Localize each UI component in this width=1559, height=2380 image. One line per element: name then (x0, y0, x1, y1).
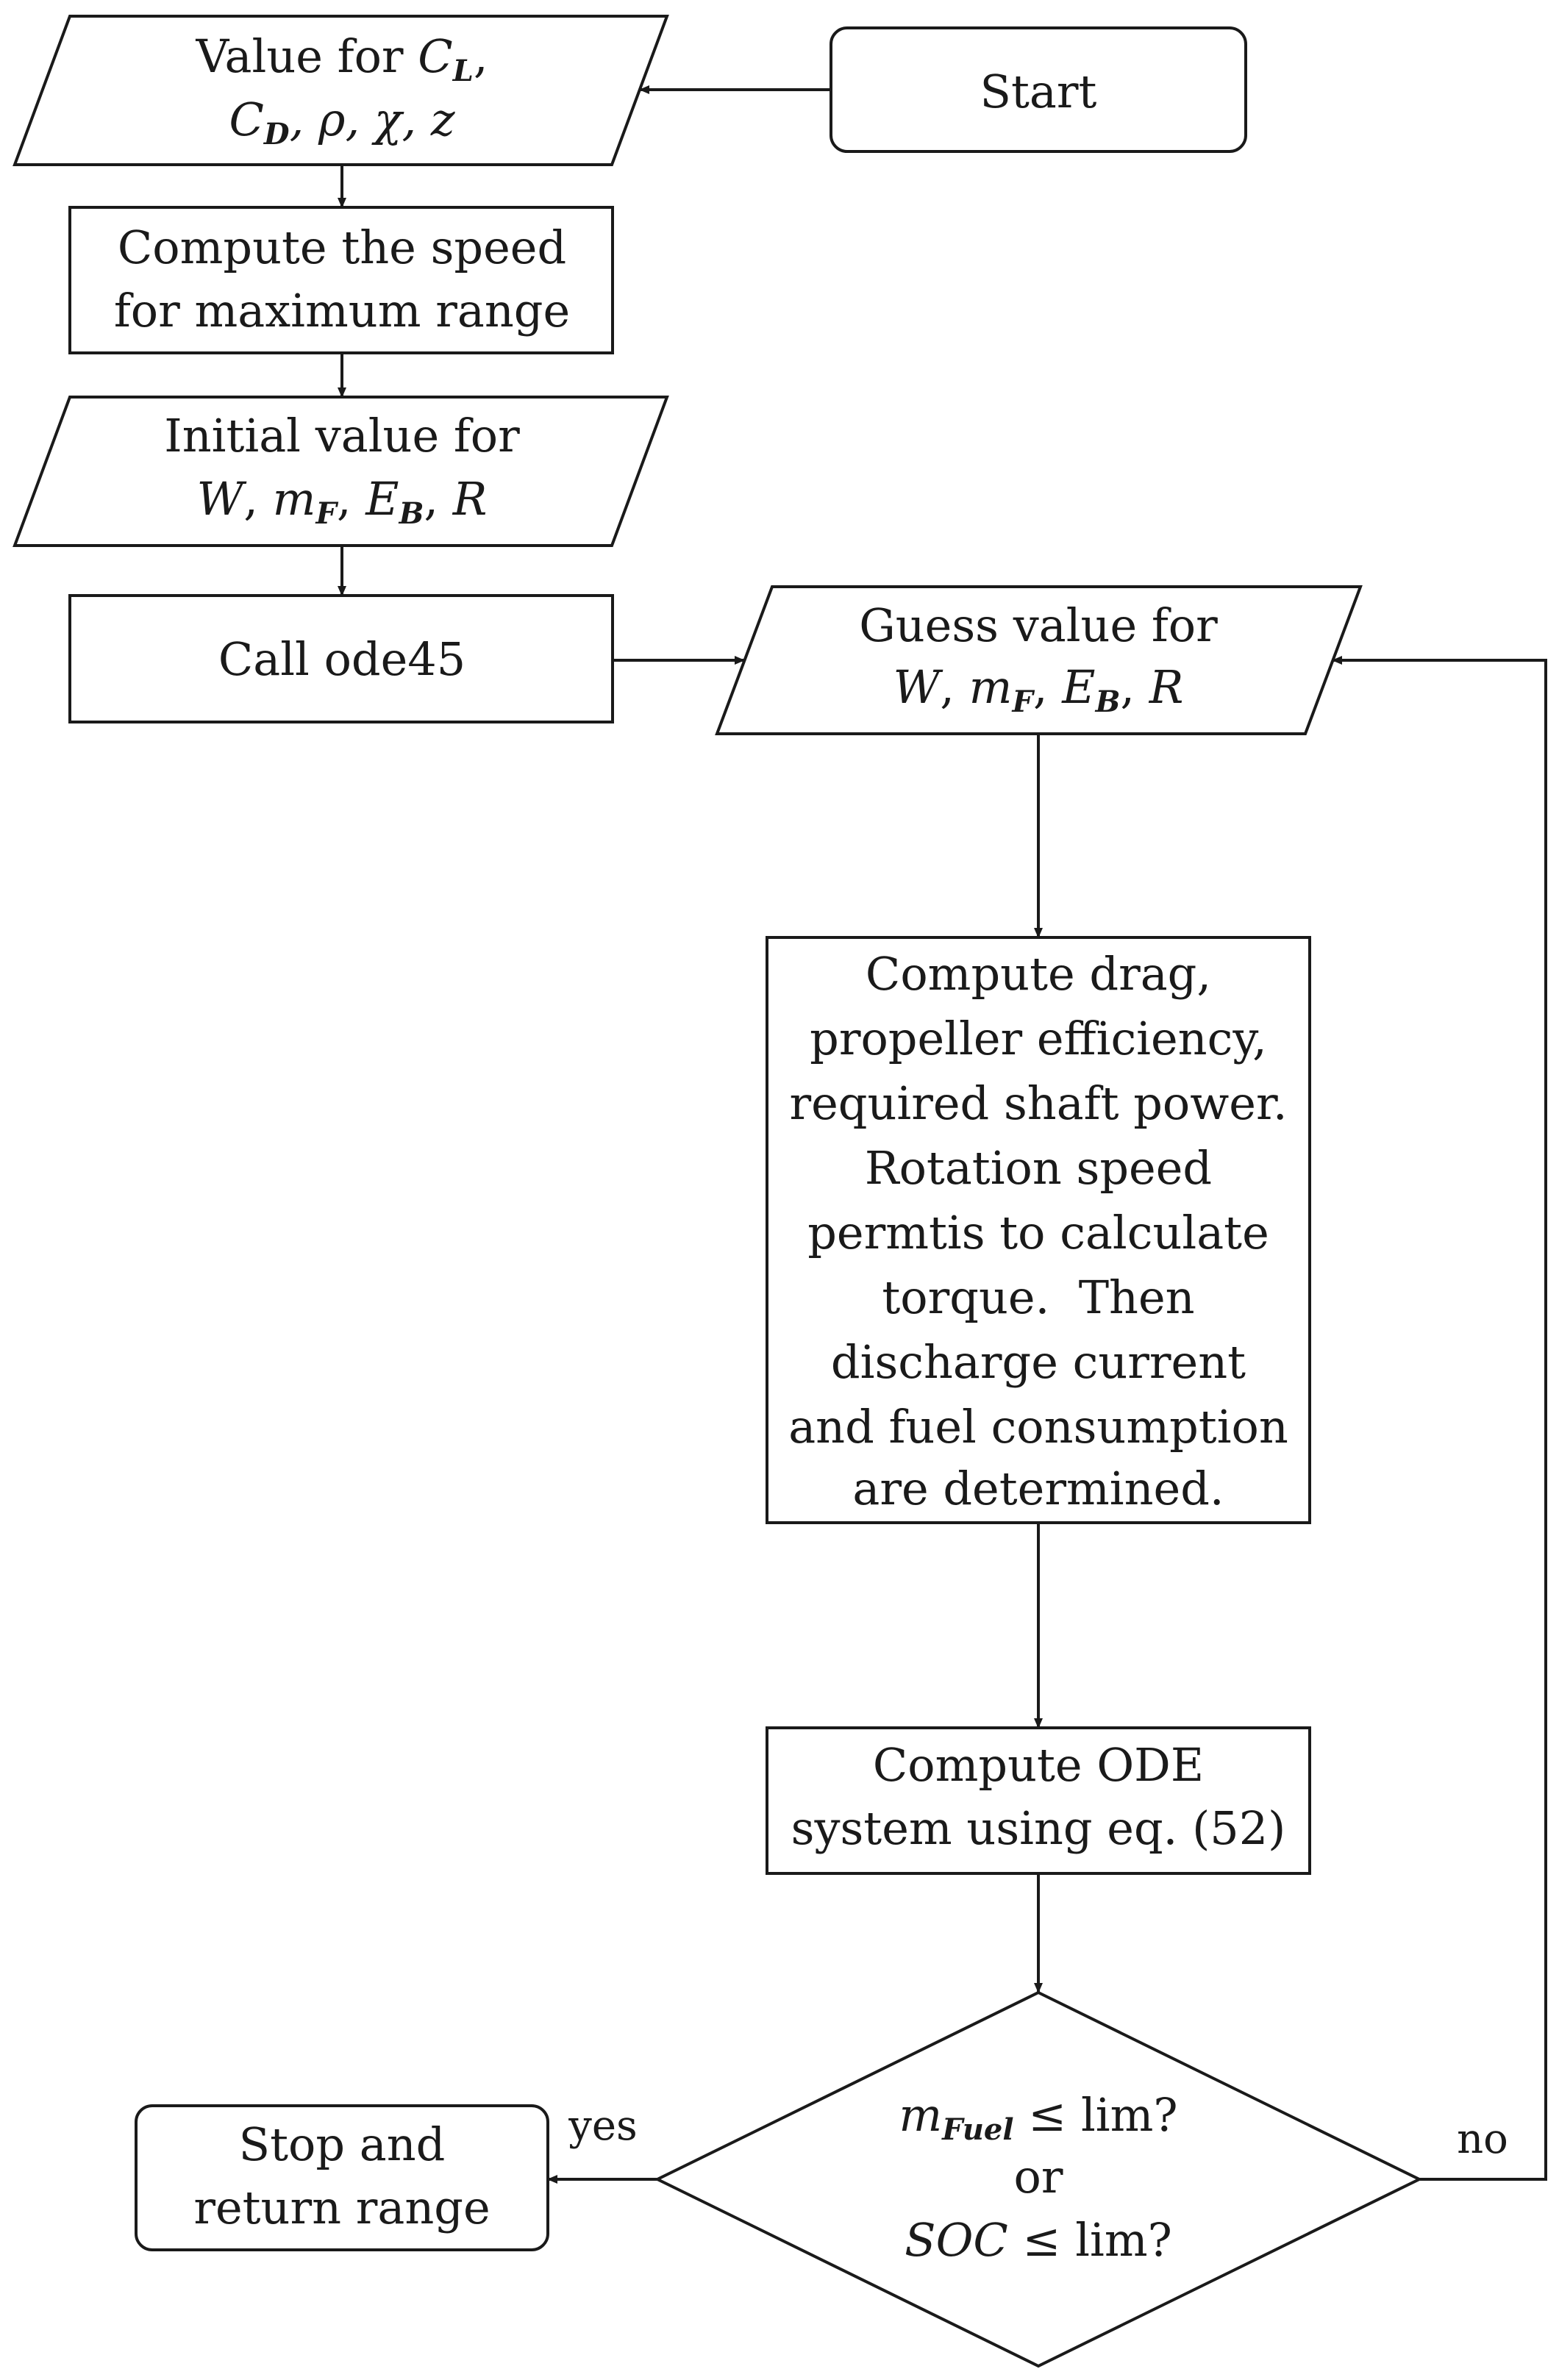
stop-line2: return range (193, 2181, 490, 2234)
compute-drag-line6: torque. Then (882, 1271, 1194, 1324)
compute-speed-line1: Compute the speed (118, 221, 566, 274)
compute-speed-box (68, 206, 614, 354)
input-coefficients-parallelogram (13, 15, 669, 166)
decision-line2: or (1014, 2150, 1063, 2204)
start-label: Start (980, 65, 1097, 118)
guess-values-parallelogram (715, 585, 1363, 735)
initial-values-line2: W, mF, EB, R (197, 472, 488, 531)
compute-ode-box (766, 1726, 1311, 1875)
compute-drag-line4: Rotation speed (865, 1141, 1212, 1195)
compute-ode-line2: system using eq. (52) (791, 1801, 1286, 1855)
input-coefficients-line2: CD, ρ, χ, z (229, 93, 454, 151)
decision-line3: SOC ≤ lim? (905, 2213, 1172, 2267)
initial-values-parallelogram (13, 396, 669, 547)
decision-line1: mFuel ≤ lim? (899, 2088, 1177, 2147)
input-coefficients-line1: Value for CL, (195, 29, 488, 88)
yes-label: yes (568, 2102, 638, 2150)
compute-drag-line9: are determined. (852, 1462, 1224, 1515)
compute-drag-box (766, 936, 1311, 1524)
compute-drag-line5: permtis to calculate (807, 1206, 1269, 1259)
stop-line1: Stop and (239, 2118, 446, 2171)
compute-drag-line1: Compute drag, (866, 947, 1211, 1001)
compute-drag-line8: and fuel consumption (788, 1400, 1288, 1454)
compute-drag-line3: required shaft power. (789, 1076, 1287, 1130)
call-ode45-box (68, 594, 614, 723)
compute-ode-line1: Compute ODE (873, 1738, 1204, 1792)
initial-values-line1: Initial value for (164, 409, 520, 462)
no-label: no (1457, 2115, 1508, 2163)
call-ode45-label: Call ode45 (218, 632, 465, 686)
compute-drag-line2: propeller efficiency, (810, 1012, 1267, 1065)
arrow-decision-no-loop (1332, 656, 1547, 2181)
guess-values-line2: W, mF, EB, R (893, 660, 1184, 719)
decision-diamond (654, 1990, 1423, 2368)
guess-values-line1: Guess value for (859, 598, 1218, 652)
compute-speed-line2: for maximum range (114, 284, 570, 337)
compute-drag-line7: discharge current (831, 1335, 1246, 1389)
